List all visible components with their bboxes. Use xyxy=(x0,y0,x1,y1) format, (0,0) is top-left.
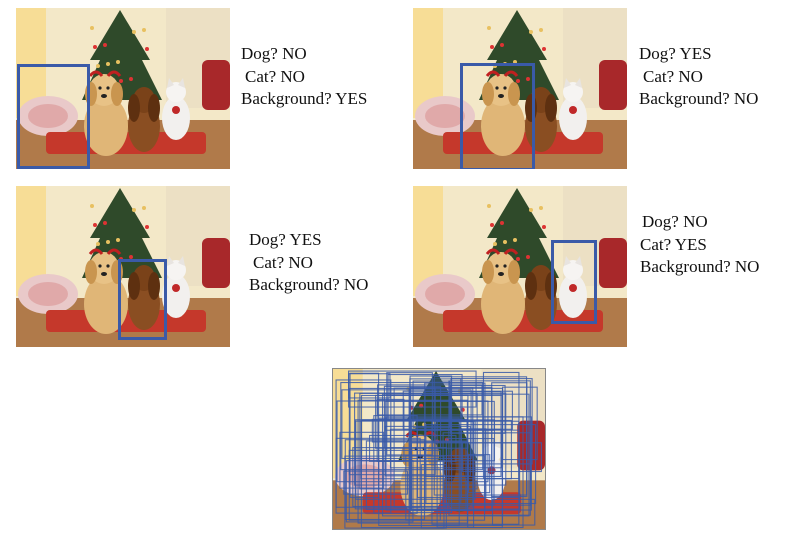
region-proposal-box xyxy=(385,416,532,511)
region-proposal-box xyxy=(482,371,520,480)
cat-question: Cat? YES xyxy=(640,234,707,254)
background-question: Background? NO xyxy=(639,89,759,108)
region-proposal-box xyxy=(386,372,433,456)
bounding-box xyxy=(551,240,597,324)
background-question: Background? YES xyxy=(241,89,368,108)
qa-text-4: Dog? NO Cat? YES Background? NO xyxy=(640,211,759,279)
region-proposal-box xyxy=(491,498,536,526)
region-proposal-box xyxy=(442,432,532,506)
scene-photo-panel-4 xyxy=(413,186,627,347)
region-proposal-box xyxy=(412,380,451,428)
cat-question: Cat? NO xyxy=(253,252,313,272)
region-proposals-overlay xyxy=(335,370,542,529)
scene-photo xyxy=(413,186,627,347)
background-question: Background? NO xyxy=(249,275,369,294)
scene-photo-panel-2 xyxy=(413,8,627,169)
dog-question: Dog? YES xyxy=(249,230,322,249)
region-proposal-box xyxy=(402,390,513,430)
region-proposal-box xyxy=(348,370,477,408)
region-proposal-box xyxy=(348,387,436,476)
region-proposal-box xyxy=(436,421,475,528)
qa-text-2: Dog? YES Cat? NO Background? NO xyxy=(639,43,758,111)
qa-text-3: Dog? YES Cat? NO Background? NO xyxy=(249,229,368,297)
region-proposal-box xyxy=(349,372,380,498)
region-proposal-box xyxy=(491,382,528,498)
scene-photo xyxy=(16,8,230,169)
background-question: Background? NO xyxy=(640,257,760,276)
region-proposal-box xyxy=(336,400,489,483)
dog-question: Dog? NO xyxy=(642,212,708,231)
bounding-box xyxy=(460,63,535,169)
dog-question: Dog? YES xyxy=(639,44,712,63)
qa-text-1: Dog? NO Cat? NO Background? YES xyxy=(241,43,367,111)
bounding-box xyxy=(17,64,90,169)
region-proposal-box xyxy=(357,399,468,524)
dog-question: Dog? NO xyxy=(241,44,307,63)
region-proposal-box xyxy=(354,419,413,510)
region-proposal-box xyxy=(467,454,491,494)
region-proposal-box xyxy=(409,375,453,514)
region-proposal-box xyxy=(376,398,405,462)
cat-question: Cat? NO xyxy=(643,66,703,86)
region-proposal-box xyxy=(341,389,472,460)
region-proposal-box xyxy=(354,392,507,486)
region-proposal-box xyxy=(373,415,418,514)
scene-photo-panel-3 xyxy=(16,186,230,347)
cat-question: Cat? NO xyxy=(245,66,305,86)
scene-photo-panel-1 xyxy=(16,8,230,169)
region-proposal-box xyxy=(384,425,471,477)
region-proposal-box xyxy=(381,393,530,517)
region-proposal-box xyxy=(377,384,483,416)
bounding-box xyxy=(118,259,167,340)
scene-photo-panel-proposals xyxy=(332,368,546,530)
scene-photo xyxy=(16,186,230,347)
region-proposal-box xyxy=(343,470,409,495)
region-proposal-box xyxy=(360,394,503,529)
region-proposal-box xyxy=(425,424,537,505)
